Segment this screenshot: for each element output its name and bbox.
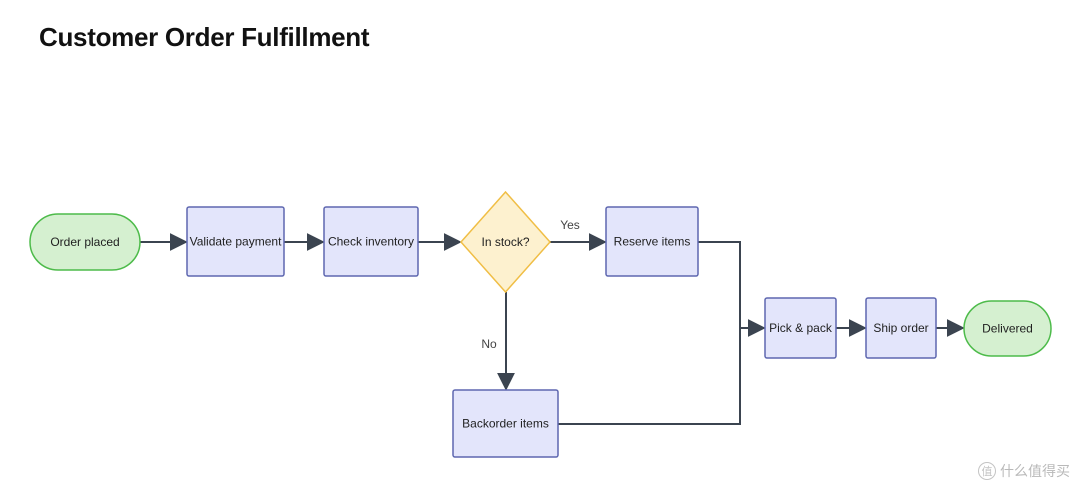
edge-label-yes: Yes	[560, 218, 580, 232]
watermark-logo-icon: 值	[978, 462, 996, 480]
process-shape	[323, 206, 419, 277]
node-backorder-items: Backorder items	[452, 389, 559, 458]
node-label: Order placed	[50, 235, 119, 249]
process-shape	[605, 206, 699, 277]
node-pick-pack: Pick & pack	[764, 297, 837, 359]
node-ship-order: Ship order	[865, 297, 937, 359]
node-label: Delivered	[982, 322, 1033, 336]
nodes-group: Order placed Validate payment Check invent…	[29, 190, 1052, 458]
watermark-text: 什么值得买	[1000, 464, 1070, 480]
node-label: Check inventory	[328, 235, 414, 249]
node-delivered: Delivered	[963, 300, 1052, 357]
node-label: Ship order	[873, 321, 928, 335]
terminal-shape	[963, 300, 1052, 357]
process-shape	[865, 297, 937, 359]
terminal-shape	[29, 213, 141, 271]
node-validate-payment: Validate payment	[186, 206, 285, 277]
node-label: Validate payment	[190, 235, 283, 249]
process-shape	[186, 206, 285, 277]
node-check-inventory: Check inventory	[323, 206, 419, 277]
edge-backorder-items-to-pick-pack	[558, 328, 741, 425]
decision-shape	[459, 190, 552, 294]
node-reserve-items: Reserve items	[605, 206, 699, 277]
node-label: Backorder items	[462, 417, 549, 431]
node-label: Pick & pack	[769, 321, 833, 335]
watermark: 值 什么值得买	[978, 461, 1070, 481]
process-shape	[452, 389, 559, 458]
edge-label-no: No	[481, 337, 497, 351]
node-label: In stock?	[481, 235, 529, 249]
node-label: Reserve items	[614, 235, 691, 249]
node-in-stock: In stock?	[459, 190, 552, 294]
diagram-title: Customer Order Fulfillment	[39, 22, 370, 52]
edge-reserve-items-to-pick-pack	[698, 241, 766, 337]
node-order-placed: Order placed	[29, 213, 141, 271]
process-shape	[764, 297, 837, 359]
